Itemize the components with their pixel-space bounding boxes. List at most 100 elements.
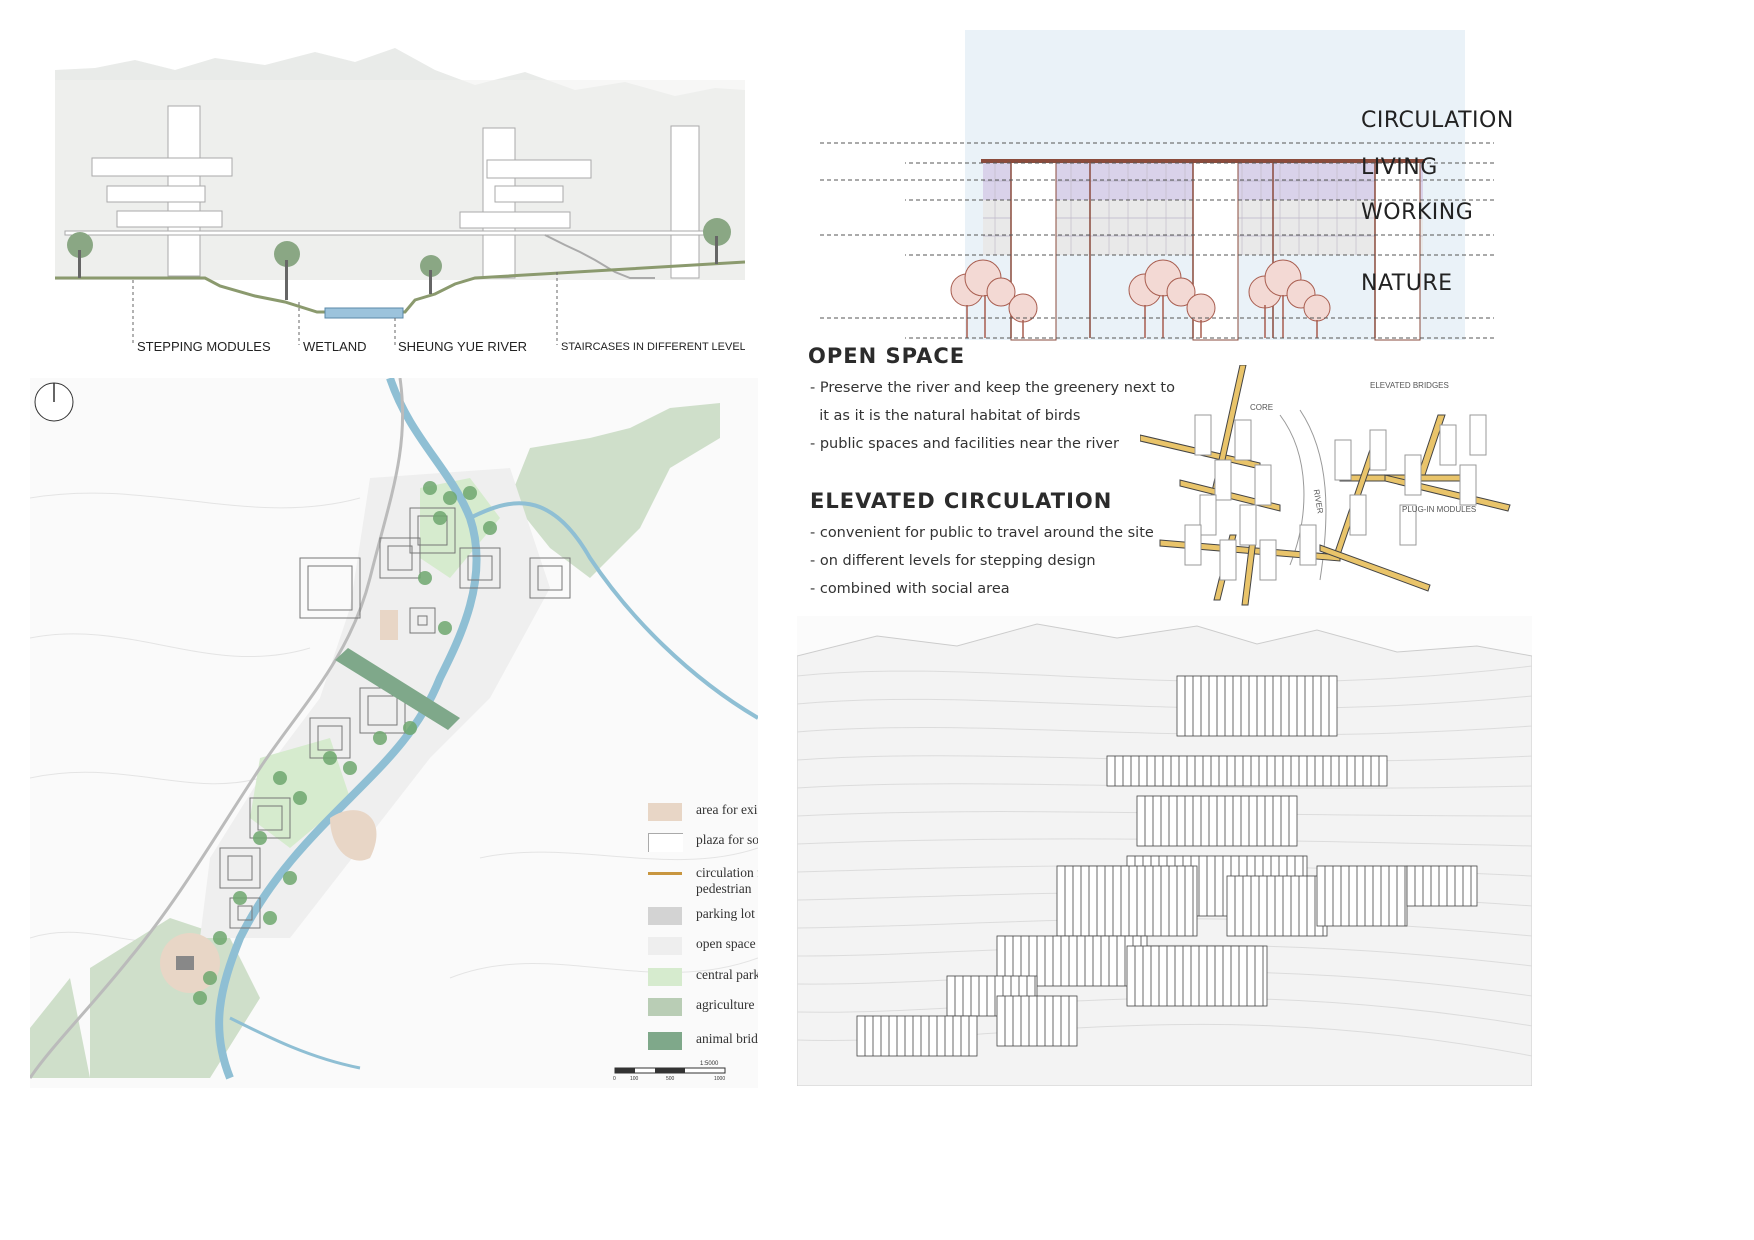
- axon-block: [1194, 414, 1212, 456]
- axon-block: [1459, 464, 1477, 506]
- layer-label-nature: NATURE: [1361, 271, 1453, 296]
- parking-1: [176, 956, 194, 970]
- elevated-walkway: [64, 230, 726, 236]
- axon-block: [1439, 424, 1457, 466]
- map-module: [249, 797, 291, 839]
- existing-building-2: [330, 810, 377, 861]
- contour-line: [797, 811, 1532, 817]
- map-module-inner: [317, 725, 343, 751]
- module-2a: [486, 159, 592, 179]
- map-module-inner: [257, 805, 283, 831]
- section-label-stepping-modules: STEPPING MODULES: [137, 339, 271, 354]
- legend-swatch: [648, 937, 682, 955]
- river-branch: [469, 501, 758, 720]
- axon-block: [1234, 419, 1252, 461]
- scale-tick-0: 0: [613, 1076, 616, 1082]
- contour-line: [797, 725, 1532, 736]
- section-label-river: SHEUNG YUE RIVER: [398, 339, 528, 354]
- elevated-bullet-3: - combined with social area: [810, 581, 1010, 597]
- map-tree: [203, 971, 217, 985]
- axon-block: [1219, 539, 1237, 581]
- map-tree: [433, 511, 447, 525]
- map-tree: [463, 486, 477, 500]
- layer-guide-lines-right: [1360, 142, 1494, 319]
- perspective-svg: [797, 623, 1532, 1086]
- perspective-block: [1316, 865, 1408, 927]
- axon-label-plug-in-modules: PLUG-IN MODULES: [1402, 505, 1477, 514]
- perspective-block: [1106, 755, 1388, 787]
- map-tree: [323, 751, 337, 765]
- section-label-staircases: STAIRCASES IN DIFFERENT LEVELS: [561, 341, 745, 353]
- contour-line: [797, 838, 1532, 847]
- layer-label-circulation: CIRCULATION: [1361, 108, 1514, 133]
- axon-block: [1214, 459, 1232, 501]
- axon-svg: [1140, 365, 1511, 606]
- legend-label: area for existing buildings: [696, 802, 758, 817]
- tower-2: [482, 127, 516, 279]
- axon-block: [1349, 494, 1367, 536]
- perspective-block: [1226, 875, 1328, 937]
- module-2b: [494, 185, 564, 203]
- map-module-inner: [417, 515, 448, 546]
- legend-label: animal bridge: [696, 1031, 758, 1046]
- legend-label: parking lot: [696, 906, 755, 921]
- scale-label: 1:5000: [700, 1061, 719, 1067]
- perspective-block: [1126, 945, 1268, 1007]
- site-section-drawing: STEPPING MODULES WETLAND SHEUNG YUE RIVE…: [55, 40, 745, 370]
- map-tree: [418, 571, 432, 585]
- perspective-block: [1406, 865, 1478, 907]
- river-branch-south: [229, 1016, 361, 1070]
- layer-diagram: [905, 20, 1695, 360]
- map-tree: [373, 731, 387, 745]
- map-tree: [343, 761, 357, 775]
- section-label-wetland: WETLAND: [303, 339, 367, 354]
- map-tree: [213, 931, 227, 945]
- scale-tick-100: 100: [630, 1076, 639, 1082]
- module-1a: [91, 157, 233, 177]
- map-tree: [438, 621, 452, 635]
- staircase: [544, 234, 655, 279]
- axon-block: [1469, 414, 1487, 456]
- layer-label-working: WORKING: [1361, 200, 1474, 225]
- elevated-circulation-title: ELEVATED CIRCULATION: [810, 489, 1113, 513]
- perspective-block: [1056, 865, 1198, 937]
- map-module: [409, 607, 436, 634]
- legend-swatch: [648, 968, 682, 986]
- map-module-inner: [307, 565, 353, 611]
- map-module-inner: [227, 855, 253, 881]
- legend-swatch: [648, 833, 683, 852]
- axon-block: [1369, 429, 1387, 471]
- map-module: [299, 557, 361, 619]
- legend-swatch: [648, 1032, 682, 1050]
- legend-swatch: [648, 998, 682, 1016]
- contour-line: [797, 695, 1532, 709]
- axon-block: [1199, 494, 1217, 536]
- contour-line: [797, 997, 1532, 1027]
- map-svg: [30, 378, 758, 1080]
- map-module-inner: [387, 545, 413, 571]
- module-2c: [459, 211, 571, 229]
- legend-label: plaza for social activities: [696, 832, 758, 847]
- legend-label: agriculture: [696, 997, 755, 1012]
- axon-block: [1399, 504, 1417, 546]
- scale-bar: [614, 1067, 726, 1074]
- map-tree: [233, 891, 247, 905]
- layer-svg: [905, 30, 1495, 341]
- legend-swatch: [648, 872, 682, 875]
- legend-swatch: [648, 803, 682, 821]
- tower-3: [670, 125, 700, 279]
- contour-line: [797, 665, 1532, 683]
- open-space-bullet-3: - public spaces and facilities near the …: [810, 436, 1119, 452]
- map-module: [459, 547, 501, 589]
- map-module: [409, 507, 456, 554]
- map-tree: [293, 791, 307, 805]
- legend-label: open space: [696, 936, 756, 951]
- map-module-inner: [417, 615, 428, 626]
- map-tree: [193, 991, 207, 1005]
- axon-label-core: CORE: [1250, 403, 1274, 412]
- map-module-inner: [467, 555, 493, 581]
- agriculture-area-west: [30, 978, 90, 1078]
- map-module-inner: [367, 695, 398, 726]
- axonometric-diagram: CORE ELEVATED BRIDGES PLUG-IN MODULES RI…: [1140, 365, 1520, 610]
- main-road: [30, 378, 405, 1079]
